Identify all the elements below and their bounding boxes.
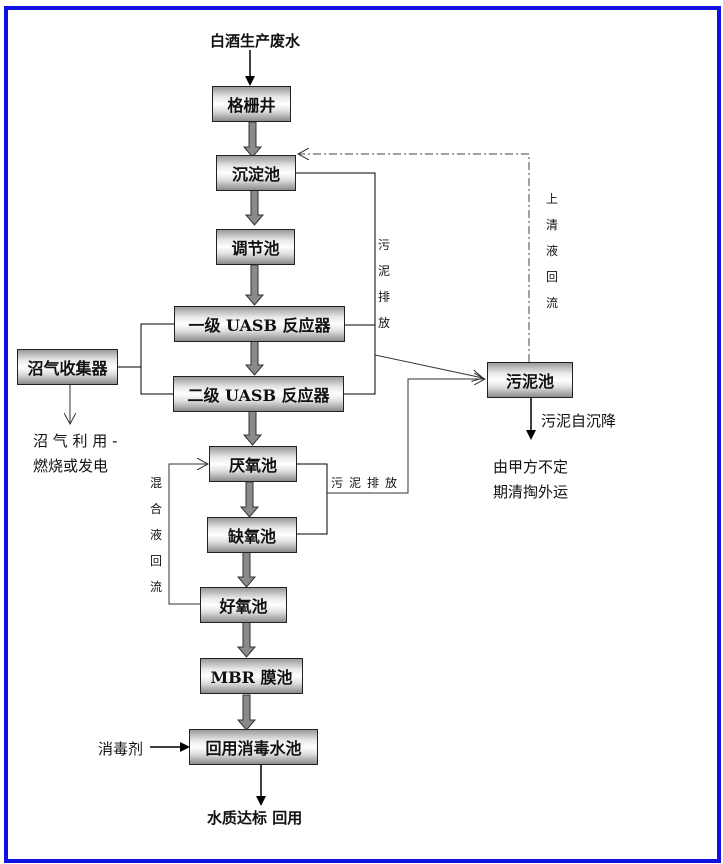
sludge-transport-label-line2: 期清掏外运 xyxy=(493,483,569,501)
main-arrow xyxy=(244,189,265,226)
sludge-settling-label: 污泥自沉降 xyxy=(541,412,617,430)
main-arrow xyxy=(244,339,265,376)
mixed-liquor-return-label: 混合液回流 xyxy=(149,476,162,594)
sludge-transport-label-line1: 由甲方不定 xyxy=(493,458,569,476)
sludge-discharge-lower-label: 污泥排放 xyxy=(331,476,404,490)
supernatant-return-line xyxy=(298,154,530,362)
main-arrow xyxy=(236,621,257,658)
supernatant-return-label: 上清液回流 xyxy=(545,192,558,310)
sedimentation-tank-box: 沉淀池 xyxy=(216,155,296,191)
input-label: 白酒生产废水 xyxy=(210,32,301,50)
sludge-discharge-upper-label: 污泥排放 xyxy=(377,238,390,330)
main-arrow xyxy=(242,409,263,446)
main-arrow xyxy=(239,481,260,518)
uasb-2-box: 二级 UASB 反应器 xyxy=(173,376,344,412)
sludge-to-sludge-tank-arrow xyxy=(374,354,483,378)
screen-well-box: 格栅井 xyxy=(212,86,291,122)
anaerobic-tank-box: 厌氧池 xyxy=(209,446,297,482)
biogas-use-label-line2: 燃烧或发电 xyxy=(33,457,109,475)
mbr-tank-box: MBR 膜池 xyxy=(200,658,303,694)
reuse-disinfection-tank-box: 回用消毒水池 xyxy=(189,729,318,765)
lower-sludge-discharge-line xyxy=(297,463,328,535)
biogas-line xyxy=(140,323,175,395)
anoxic-tank-box: 缺氧池 xyxy=(207,517,297,553)
diagram-frame xyxy=(4,6,721,863)
aerobic-tank-box: 好氧池 xyxy=(200,587,287,623)
mixed-liquor-return-line xyxy=(168,464,208,605)
biogas-collector-box: 沼气收集器 xyxy=(17,349,118,385)
main-arrow xyxy=(236,694,257,731)
uasb-1-box: 一级 UASB 反应器 xyxy=(174,306,345,342)
main-arrow xyxy=(244,264,265,306)
sludge-discharge-line xyxy=(295,172,376,395)
main-arrow xyxy=(236,551,257,588)
disinfectant-label: 消毒剂 xyxy=(98,740,144,758)
main-arrow xyxy=(242,121,263,158)
output-label: 水质达标 回用 xyxy=(207,809,303,827)
biogas-use-label-line1: 沼 气 利 用 - xyxy=(33,432,118,450)
lower-sludge-discharge-line xyxy=(327,379,485,494)
sludge-tank-box: 污泥池 xyxy=(487,362,573,398)
regulating-tank-box: 调节池 xyxy=(216,229,295,265)
